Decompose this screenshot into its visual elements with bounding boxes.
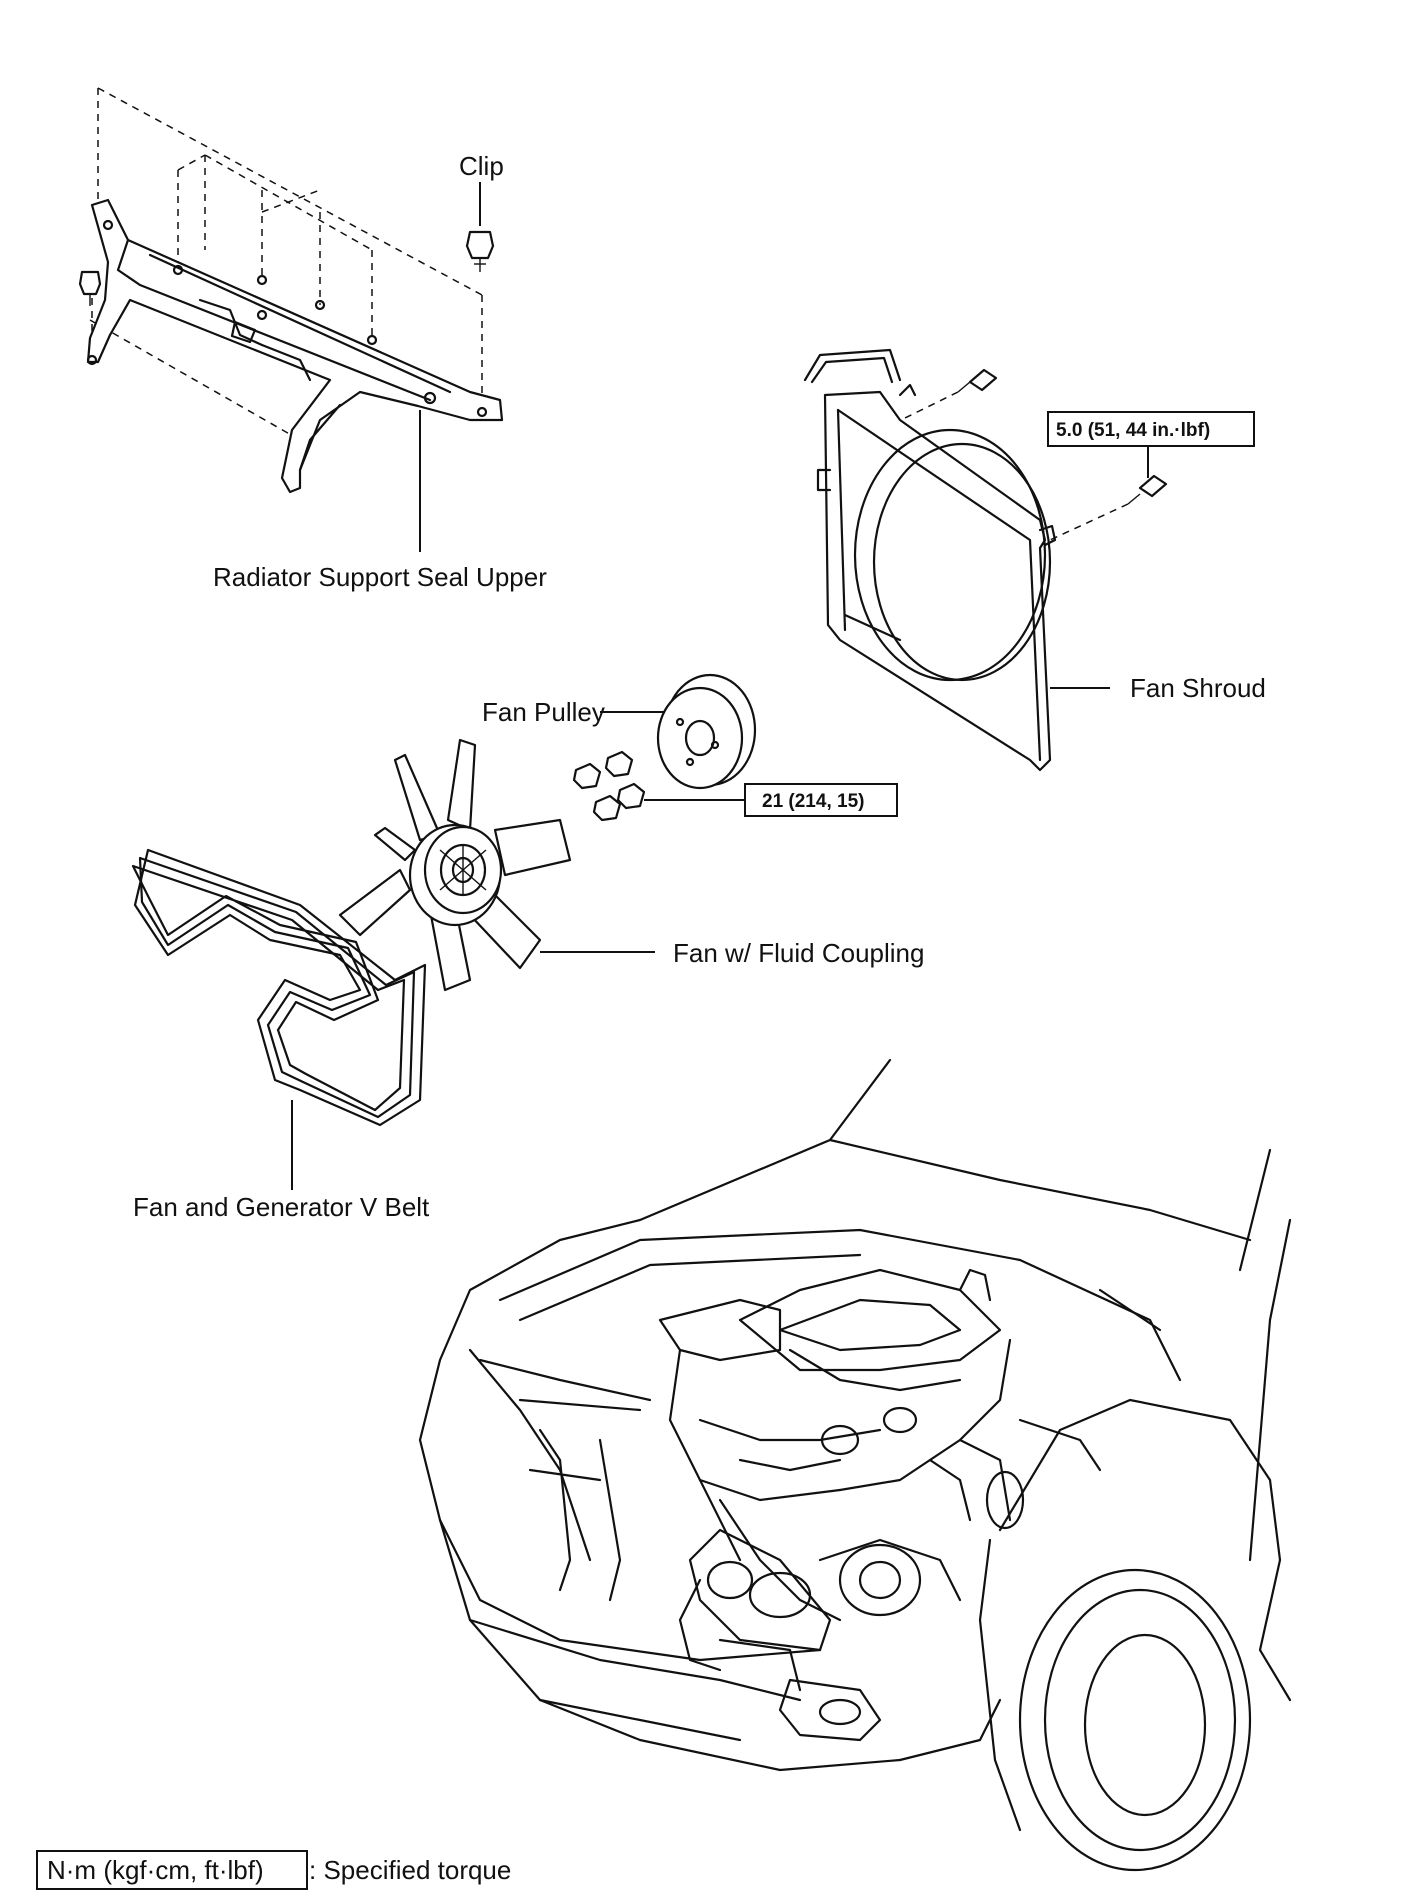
clip-label: Clip	[459, 151, 504, 181]
legend-unit-label: N·m (kgf·cm, ft·lbf)	[47, 1855, 264, 1885]
torque-legend: N·m (kgf·cm, ft·lbf) : Specified torque	[36, 1850, 511, 1890]
pulley-nuts	[572, 750, 646, 822]
fan-generator-v-belt-label: Fan and Generator V Belt	[133, 1192, 430, 1222]
pulley-nut-torque-label: 21 (214, 15)	[762, 791, 864, 812]
clip-left	[78, 270, 102, 306]
radiator-support-seal-upper	[86, 87, 504, 494]
fan-pulley	[656, 673, 757, 790]
fan-shroud-label: Fan Shroud	[1130, 673, 1266, 703]
shroud-bolt-torque-box	[1047, 411, 1255, 447]
vehicle-front-illustration	[418, 1058, 1292, 1872]
alignment-dashed-lines	[89, 87, 483, 441]
radiator-support-seal-upper-label: Radiator Support Seal Upper	[213, 562, 547, 592]
shroud-bolt-torque-label: 5.0 (51, 44 in.·lbf)	[1056, 420, 1210, 441]
fan-fluid-coupling-label: Fan w/ Fluid Coupling	[673, 938, 924, 968]
legend-description: : Specified torque	[309, 1855, 511, 1885]
fan-pulley-label: Fan Pulley	[482, 697, 605, 727]
pulley-nut-torque-box	[744, 783, 898, 817]
shroud-bolt-lower	[1049, 445, 1168, 541]
fan-generator-v-belt	[131, 848, 427, 1127]
legend-unit-box	[36, 1850, 308, 1890]
fan-shroud	[803, 348, 1057, 772]
fan-fluid-coupling	[338, 738, 572, 992]
shroud-bolt-upper	[904, 368, 998, 419]
clip-right	[465, 230, 495, 272]
